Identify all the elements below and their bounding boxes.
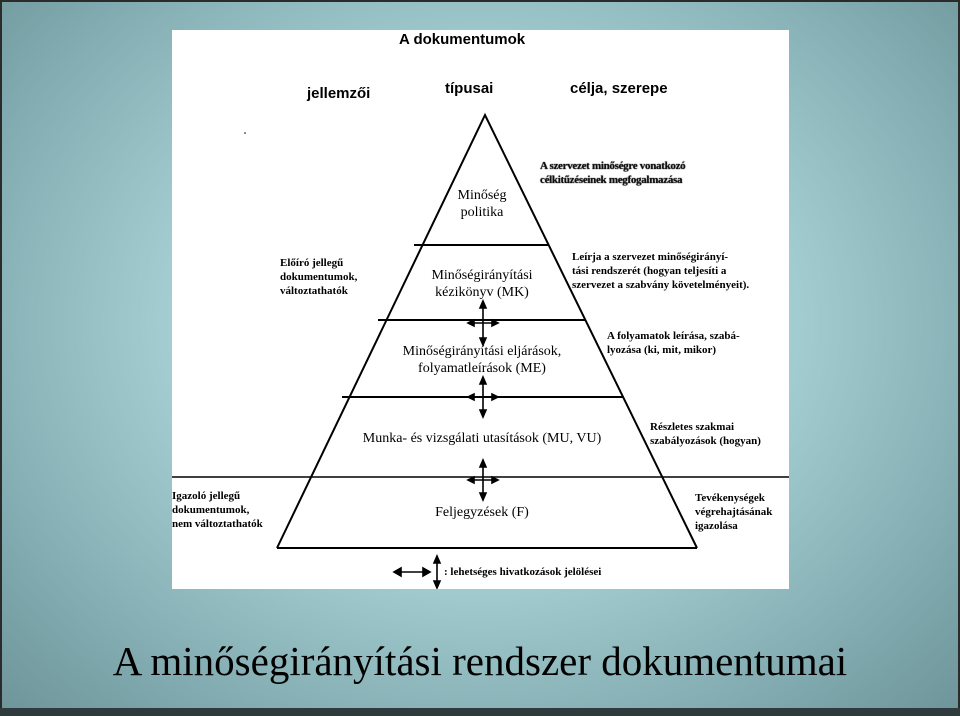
diagram-title: A dokumentumok (399, 31, 526, 48)
right-note-records: Tevékenységek végrehajtásának igazolása (695, 491, 772, 533)
cross-arrow-1-icon (466, 298, 500, 348)
level-2-line-1: Minőségirányítási (431, 268, 533, 283)
right-note-2-line-1: Leírja a szervezet minőségirányí- (572, 251, 729, 263)
left-note-prescriptive: Előíró jellegű dokumentumok, változtatha… (280, 256, 357, 298)
cross-arrow-2-icon (466, 374, 500, 420)
legend-vertical-arrow-icon (432, 553, 442, 589)
right-note-procedures: A folyamatok leírása, szabá- lyozása (ki… (607, 329, 740, 357)
level-procedures: Minőségirányítási eljárások, folyamatleí… (382, 343, 582, 377)
right-note-policy: A szervezet minőségre vonatkozó célkitűz… (540, 159, 686, 187)
level-4-line-1: Munka- és vizsgálati utasítások (MU, VU) (362, 431, 602, 446)
level-3-line-2: folyamatleírások (ME) (418, 361, 546, 376)
header-characteristics: jellemzői (307, 85, 371, 102)
right-note-2-line-2: tási rendszerét (hogyan teljesíti a (572, 265, 727, 277)
right-note-instructions: Részletes szakmai szabályozások (hogyan) (650, 420, 761, 448)
left-note-top-line-3: változtathatók (280, 285, 348, 297)
level-1-line-1: Minőség (457, 188, 507, 203)
level-quality-manual: Minőségirányítási kézikönyv (MK) (412, 267, 552, 301)
level-quality-policy: Minőség politika (437, 187, 527, 221)
right-note-5-line-3: igazolása (695, 520, 738, 532)
left-note-top-line-2: dokumentumok, (280, 271, 358, 283)
pyramid-graphic (172, 112, 789, 589)
level-2-line-2: kézikönyv (MK) (435, 285, 529, 300)
slide-title: A minőségirányítási rendszer dokumentuma… (112, 638, 848, 684)
level-work-instructions: Munka- és vizsgálati utasítások (MU, VU) (337, 430, 627, 447)
level-5-line-1: Feljegyzések (F) (435, 505, 529, 520)
right-note-4-line-2: szabályozások (hogyan) (650, 435, 761, 447)
diagram-panel: A dokumentumok jellemzői típusai célja, … (172, 30, 789, 589)
right-note-4-line-1: Részletes szakmai (650, 421, 735, 433)
level-1-line-2: politika (460, 205, 504, 220)
left-note-top-line-1: Előíró jellegű (280, 257, 344, 269)
pyramid-outline (276, 112, 698, 549)
left-note-bottom-line-2: dokumentumok, (172, 504, 250, 516)
right-note-5-line-2: végrehajtásának (695, 506, 773, 518)
right-note-3-line-1: A folyamatok leírása, szabá- (607, 330, 740, 342)
header-purpose: célja, szerepe (570, 80, 668, 97)
right-note-3-line-2: lyozása (ki, mit, mikor) (607, 344, 717, 356)
left-note-bottom-line-1: Igazoló jellegű (172, 490, 241, 502)
right-note-2-line-3: szervezet a szabvány követelményeit). (572, 279, 750, 291)
left-note-bottom-line-3: nem változtathatók (172, 518, 263, 530)
right-note-manual: Leírja a szervezet minőségirányí- tási r… (572, 250, 749, 292)
cross-arrow-3-icon (466, 457, 500, 503)
slide-bottom-border (0, 708, 960, 716)
right-note-5-line-1: Tevékenységek (695, 492, 765, 504)
legend-text: : lehetséges hivatkozások jelölései (444, 566, 602, 578)
header-types: típusai (445, 80, 494, 97)
level-3-line-1: Minőségirányítási eljárások, (402, 344, 562, 359)
right-note-1-line-2: célkitűzéseinek megfogalmazása (540, 174, 683, 186)
left-note-evidential: Igazoló jellegű dokumentumok, nem változ… (172, 489, 263, 531)
right-note-1-line-1: A szervezet minőségre vonatkozó (540, 160, 686, 172)
legend-horizontal-arrow-icon (392, 566, 432, 578)
level-records: Feljegyzések (F) (412, 504, 552, 521)
